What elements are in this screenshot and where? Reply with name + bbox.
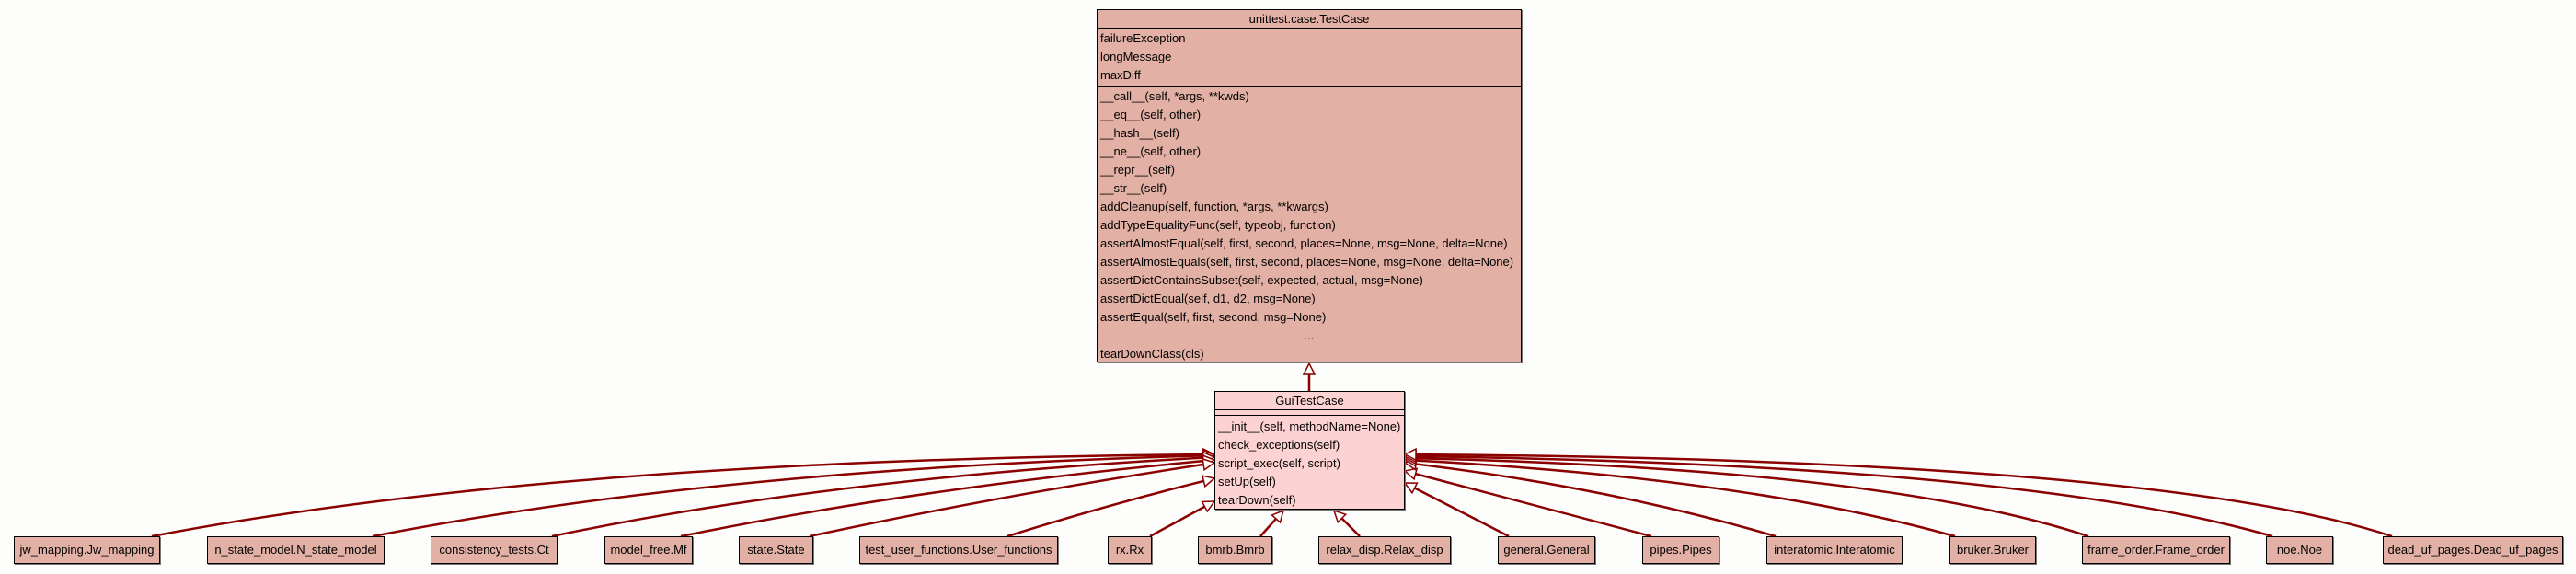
subclass-bruker-edge (1415, 459, 1956, 538)
subclass-frame-order-edge (1415, 457, 2089, 538)
subclass-node-bruker[interactable]: bruker.Bruker (1949, 536, 2036, 564)
method-item: assertAlmostEquals(self, first, second, … (1100, 255, 1514, 269)
subclass-node-model-free[interactable]: model_free.Mf (604, 536, 693, 564)
method-item: check_exceptions(self) (1218, 438, 1340, 452)
subclass-node-state[interactable]: state.State (739, 536, 813, 564)
subclass-node-n-state-model[interactable]: n_state_model.N_state_model (207, 536, 385, 564)
empty-attribute-list (1215, 410, 1404, 416)
subclass-node-general[interactable]: general.General (1498, 536, 1595, 564)
method-item: assertDictEqual(self, d1, d2, msg=None) (1100, 292, 1316, 305)
subclass-node-test-user-functions[interactable]: test_user_functions.User_functions (859, 536, 1058, 564)
subclass-node-jw-mapping[interactable]: jw_mapping.Jw_mapping (14, 536, 160, 564)
subclass-node-pipes[interactable]: pipes.Pipes (1642, 536, 1719, 564)
method-item: __str__(self) (1100, 181, 1167, 195)
subclass-node-interatomic[interactable]: interatomic.Interatomic (1766, 536, 1903, 564)
subclass-node-rx[interactable]: rx.Rx (1108, 536, 1152, 564)
attribute-list: failureException longMessage maxDiff (1098, 29, 1521, 87)
attribute-item: longMessage (1100, 50, 1172, 63)
class-node-testcase[interactable]: unittest.case.TestCase failureException l… (1097, 9, 1522, 362)
subclass-state-edge (809, 463, 1204, 538)
subclass-rx-arrowhead (1201, 500, 1216, 513)
attribute-item: maxDiff (1100, 68, 1141, 82)
subclass-node-bmrb[interactable]: bmrb.Bmrb (1198, 536, 1272, 564)
subclass-node-dead-uf-pages[interactable]: dead_uf_pages.Dead_uf_pages (2383, 536, 2563, 564)
subclass-pipes-arrowhead (1403, 467, 1419, 481)
guitestcase-to-testcase-arrowhead (1302, 362, 1317, 375)
class-node-guitestcase[interactable]: GuiTestCase __init__(self, methodName=No… (1214, 391, 1405, 510)
subclass-general-edge (1414, 487, 1510, 538)
subclass-n-state-model-edge (372, 454, 1204, 538)
class-name: unittest.case.TestCase (1098, 10, 1521, 29)
subclass-node-noe[interactable]: noe.Noe (2266, 536, 2333, 564)
subclass-bmrb-edge (1259, 518, 1277, 537)
method-list: __init__(self, methodName=None) check_exc… (1215, 416, 1404, 510)
method-item: script_exec(self, script) (1218, 456, 1340, 470)
method-item: tearDown(self) (1218, 493, 1296, 507)
method-item: __hash__(self) (1100, 126, 1179, 140)
method-item: __call__(self, *args, **kwds) (1100, 89, 1249, 103)
method-item: addTypeEqualityFunc(self, typeobj, funct… (1100, 218, 1336, 232)
subclass-rx-edge (1149, 505, 1206, 538)
method-item: setUp(self) (1218, 475, 1276, 488)
method-list: __call__(self, *args, **kwds) __eq__(self… (1098, 87, 1521, 327)
subclass-bmrb-arrowhead (1271, 509, 1285, 524)
subclass-dead-uf-pages-edge (1415, 453, 2393, 538)
method-item: tearDownClass(cls) (1100, 347, 1204, 361)
method-item: __ne__(self, other) (1100, 144, 1202, 158)
subclass-interatomic-edge (1415, 463, 1777, 538)
method-item: assertEqual(self, first, second, msg=Non… (1100, 310, 1327, 324)
subclass-test-user-functions-edge (1006, 479, 1204, 538)
method-item: assertAlmostEqual(self, first, second, p… (1100, 236, 1508, 250)
subclass-relax-disp-arrowhead (1332, 509, 1348, 524)
method-item: __init__(self, methodName=None) (1218, 419, 1401, 433)
method-item: __repr__(self) (1100, 163, 1175, 177)
subclass-node-frame-order[interactable]: frame_order.Frame_order (2082, 536, 2230, 564)
method-item: addCleanup(self, function, *args, **kwar… (1100, 200, 1328, 213)
subclass-pipes-edge (1415, 472, 1652, 538)
subclass-node-relax-disp[interactable]: relax_disp.Relax_disp (1318, 536, 1451, 564)
class-name: GuiTestCase (1215, 392, 1404, 410)
subclass-test-user-functions-arrowhead (1201, 475, 1216, 488)
subclass-relax-disp-edge (1340, 517, 1361, 537)
method-item: __eq__(self, other) (1100, 108, 1202, 121)
subclass-consistency-tests-edge (551, 456, 1204, 538)
more-methods-ellipsis: ... (1304, 328, 1315, 342)
subclass-jw-mapping-edge (151, 453, 1204, 538)
method-item: assertDictContainsSubset(self, expected,… (1100, 273, 1423, 287)
subclass-state-arrowhead (1202, 457, 1216, 472)
subclass-general-arrowhead (1403, 482, 1419, 495)
attribute-item: failureException (1100, 31, 1186, 45)
subclass-dead-uf-pages-arrowhead (1403, 447, 1417, 462)
subclass-node-consistency-tests[interactable]: consistency_tests.Ct (431, 536, 558, 564)
subclass-model-free-edge (680, 459, 1204, 538)
subclass-noe-edge (1415, 454, 2273, 538)
